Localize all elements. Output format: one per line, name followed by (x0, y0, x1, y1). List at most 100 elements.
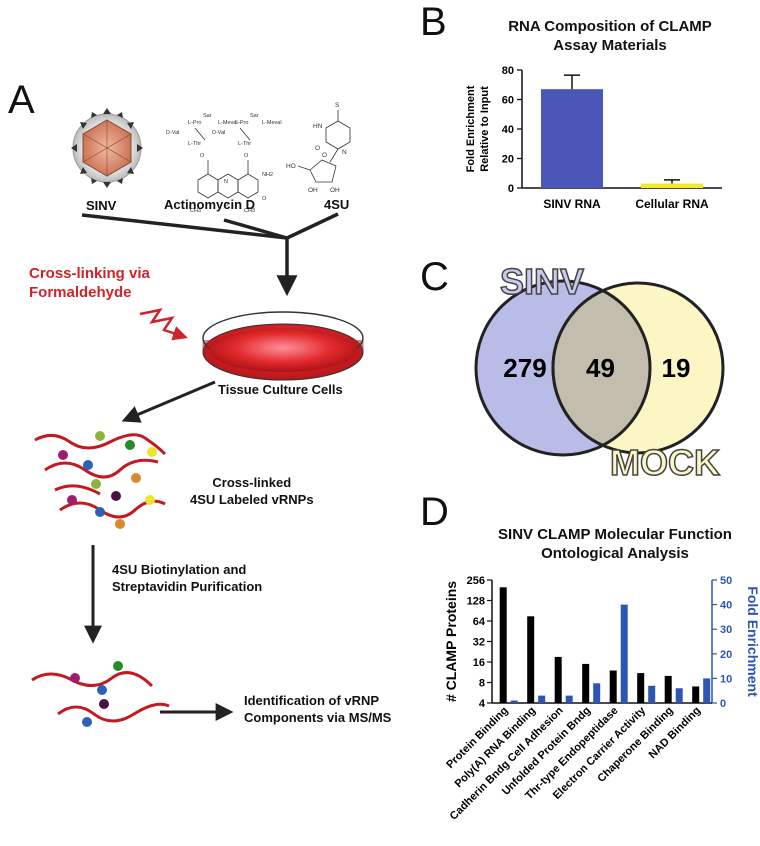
crosslinked-line-1: Cross-linked (212, 475, 292, 490)
chart-b-y-label-line-2: Relative to Input (479, 86, 491, 172)
chart-b-title: RNA Composition of CLAMP Assay Materials (470, 17, 750, 55)
chart-b-x-tick-label: SINV RNA (543, 197, 601, 211)
chart-b-y-tick-label: 40 (502, 124, 514, 136)
vrnp-cluster-icon (34, 431, 167, 529)
panel-letter-c: C (420, 255, 449, 299)
svg-text:O: O (262, 196, 267, 202)
chart-b-bar (641, 183, 703, 188)
venn-mock-label: MOCK (610, 442, 720, 480)
svg-text:NH2: NH2 (262, 172, 273, 178)
svg-text:CH3: CH3 (244, 208, 255, 214)
crosslink-label: Cross-linking via Formaldehyde (29, 264, 150, 302)
svg-text:N: N (224, 179, 228, 185)
chart-d-bar-enrichment (675, 688, 683, 703)
panel-a-schematic: L-Pro Sar L-Meval L-Pro Sar L-Meval D-Va… (31, 102, 364, 727)
chart-d-bar-proteins (527, 616, 535, 703)
svg-text:Sar: Sar (250, 113, 259, 119)
actinomycin-d-structure (194, 127, 259, 199)
purified-vrnp-icon (31, 661, 170, 727)
svg-text:D-Val: D-Val (166, 130, 179, 136)
biotin-line-1: 4SU Biotinylation and (112, 562, 247, 577)
actinomycin-d-label: Actinomycin D (164, 197, 256, 212)
chart-d-bar-proteins (664, 675, 672, 703)
chart-d-right-axis-label: Fold Enrichment (745, 586, 758, 697)
sinv-virus-icon (71, 108, 143, 188)
panel-letter-b: B (420, 0, 447, 44)
svg-text:OH: OH (330, 187, 340, 194)
identification-label: Identification of vRNP Components via MS… (244, 692, 391, 726)
chart-b-bar (541, 89, 603, 188)
svg-text:L-Thr: L-Thr (238, 141, 251, 147)
chart-d-title-line-1: SINV CLAMP Molecular Function (498, 526, 732, 543)
biotin-line-2: Streptavidin Purification (112, 579, 263, 594)
svg-text:L-Pro: L-Pro (235, 120, 248, 126)
crosslink-line-2: Formaldehyde (29, 284, 132, 301)
chart-d-title: SINV CLAMP Molecular Function Ontologica… (480, 525, 750, 563)
svg-text:S: S (335, 102, 340, 109)
chart-d-bar-enrichment (538, 695, 546, 703)
chart-b-y-label-line-1: Fold Enrichment (465, 85, 477, 172)
crosslink-line-1: Cross-linking via (29, 265, 150, 282)
crosslinked-vrnp-label: Cross-linked 4SU Labeled vRNPs (190, 474, 314, 508)
chart-d-bar-proteins (582, 663, 590, 703)
chart-d-right-tick-label: 50 (720, 575, 732, 587)
venn-intersection (551, 288, 652, 448)
chart-d-left-axis-label: # CLAMP Proteins (443, 581, 459, 702)
4su-annotations: S HN O N HO O OH OH (286, 102, 347, 194)
svg-text:HN: HN (313, 123, 323, 130)
svg-text:CH3: CH3 (190, 208, 201, 214)
chart-d-right-tick-label: 0 (720, 698, 726, 710)
svg-text:L-Meval: L-Meval (218, 120, 238, 126)
chart-d-left-tick-label: 8 (479, 678, 485, 690)
ident-line-2: Components via MS/MS (244, 710, 392, 725)
chart-d-left-tick-label: 64 (473, 616, 486, 628)
chart-d-bar-enrichment (620, 604, 628, 703)
chart-d-bar-proteins (637, 673, 645, 703)
chart-d-right-tick-label: 30 (720, 624, 732, 636)
venn-sinv-only-count: 279 (503, 353, 546, 383)
svg-text:O: O (244, 153, 249, 159)
panel-letter-d: D (420, 490, 449, 534)
crosslinked-line-2: 4SU Labeled vRNPs (190, 492, 314, 507)
tissue-culture-label: Tissue Culture Cells (218, 382, 343, 397)
svg-text:OH: OH (308, 187, 318, 194)
svg-text:O: O (315, 145, 320, 152)
4su-structure (297, 110, 351, 183)
chart-d-left-tick-label: 128 (467, 596, 485, 608)
panel-letter-a: A (8, 78, 35, 122)
4su-label: 4SU (324, 197, 350, 212)
chart-d-x-tick-label: Cadherin Bndg Cell Adhesion (448, 704, 566, 822)
chart-d-left-tick-label: 4 (479, 698, 486, 710)
svg-text:O: O (200, 153, 205, 159)
chart-b-y-tick-label: 80 (502, 65, 514, 77)
petri-dish-icon (202, 311, 364, 381)
chart-d-bar-enrichment (565, 695, 573, 703)
crosslink-zigzag-icon (139, 308, 188, 341)
chart-b-y-tick-label: 60 (502, 95, 514, 107)
chart-b-title-line-1: RNA Composition of CLAMP (508, 18, 712, 35)
svg-text:N: N (342, 149, 347, 156)
chart-d-bar-enrichment (648, 685, 656, 703)
svg-text:HO: HO (286, 163, 296, 170)
chart-b-y-tick-label: 0 (508, 183, 514, 195)
chart-d-right-tick-label: 40 (720, 600, 732, 612)
svg-text:O: O (322, 152, 327, 159)
svg-text:O: O (224, 202, 229, 208)
chart-b-y-tick-label: 20 (502, 154, 514, 166)
chart-b-title-line-2: Assay Materials (553, 37, 667, 54)
chart-d-right-tick-label: 10 (720, 673, 732, 685)
chart-d-title-line-2: Ontological Analysis (541, 545, 689, 562)
biotinylation-label: 4SU Biotinylation and Streptavidin Purif… (112, 561, 262, 595)
venn-intersection-count: 49 (586, 353, 615, 383)
chart-d-bar-enrichment (703, 678, 711, 703)
venn-mock-only-count: 19 (662, 353, 691, 383)
svg-text:L-Meval: L-Meval (262, 120, 282, 126)
converging-arrows (81, 212, 339, 297)
chart-d-bar-proteins (609, 670, 617, 703)
chart-d-left-tick-label: 32 (473, 637, 485, 649)
chart-d-bar-enrichment (593, 683, 601, 703)
